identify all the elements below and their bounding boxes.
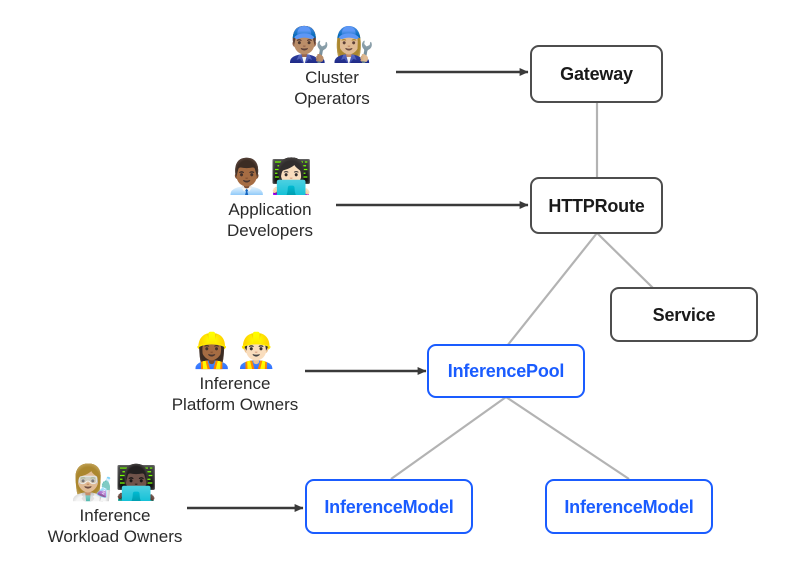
edge-httproute-service	[596, 232, 654, 289]
node-httproute-label: HTTPRoute	[548, 195, 645, 216]
node-service-label: Service	[652, 304, 716, 325]
application-developers-icon: 👨🏾‍💼👩🏻‍💻	[225, 158, 315, 196]
node-inferencepool-label: InferencePool	[447, 361, 565, 381]
inference-platform-owners-icon: 👷🏾‍♀️👷🏻‍♂️	[190, 332, 280, 370]
cluster-operators-label: Cluster Operators	[294, 67, 370, 109]
cluster-operators-icon: 👨🏽‍🔧👩🏼‍🔧	[287, 26, 377, 64]
persona-inference-workload-owners: 👩🏼‍🔬👨🏿‍💻 Inference Workload Owners	[20, 464, 210, 548]
node-service[interactable]: Service	[610, 287, 758, 342]
edge-inferencepool-model1	[390, 396, 507, 480]
edge-inferencepool-model2	[505, 396, 630, 480]
persona-application-developers: 👨🏾‍💼👩🏻‍💻 Application Developers	[175, 158, 365, 242]
node-inferencemodel-2-label: InferenceModel	[564, 496, 694, 517]
node-gateway[interactable]: Gateway	[530, 45, 663, 103]
node-inferencepool[interactable]: InferencePool	[427, 344, 585, 398]
inference-platform-owners-label: Inference Platform Owners	[171, 373, 299, 415]
persona-cluster-operators: 👨🏽‍🔧👩🏼‍🔧 Cluster Operators	[237, 26, 427, 110]
inference-workload-owners-label: Inference Workload Owners	[47, 505, 183, 547]
node-gateway-label: Gateway	[560, 64, 633, 84]
node-httproute[interactable]: HTTPRoute	[530, 177, 663, 234]
application-developers-label: Application Developers	[227, 199, 313, 241]
edge-httproute-inferencepool	[506, 232, 598, 347]
node-inferencemodel-2[interactable]: InferenceModel	[545, 479, 713, 534]
persona-inference-platform-owners: 👷🏾‍♀️👷🏻‍♂️ Inference Platform Owners	[140, 332, 330, 416]
inference-workload-owners-icon: 👩🏼‍🔬👨🏿‍💻	[70, 464, 160, 502]
node-inferencemodel-1[interactable]: InferenceModel	[305, 479, 473, 534]
node-inferencemodel-1-label: InferenceModel	[324, 496, 454, 517]
